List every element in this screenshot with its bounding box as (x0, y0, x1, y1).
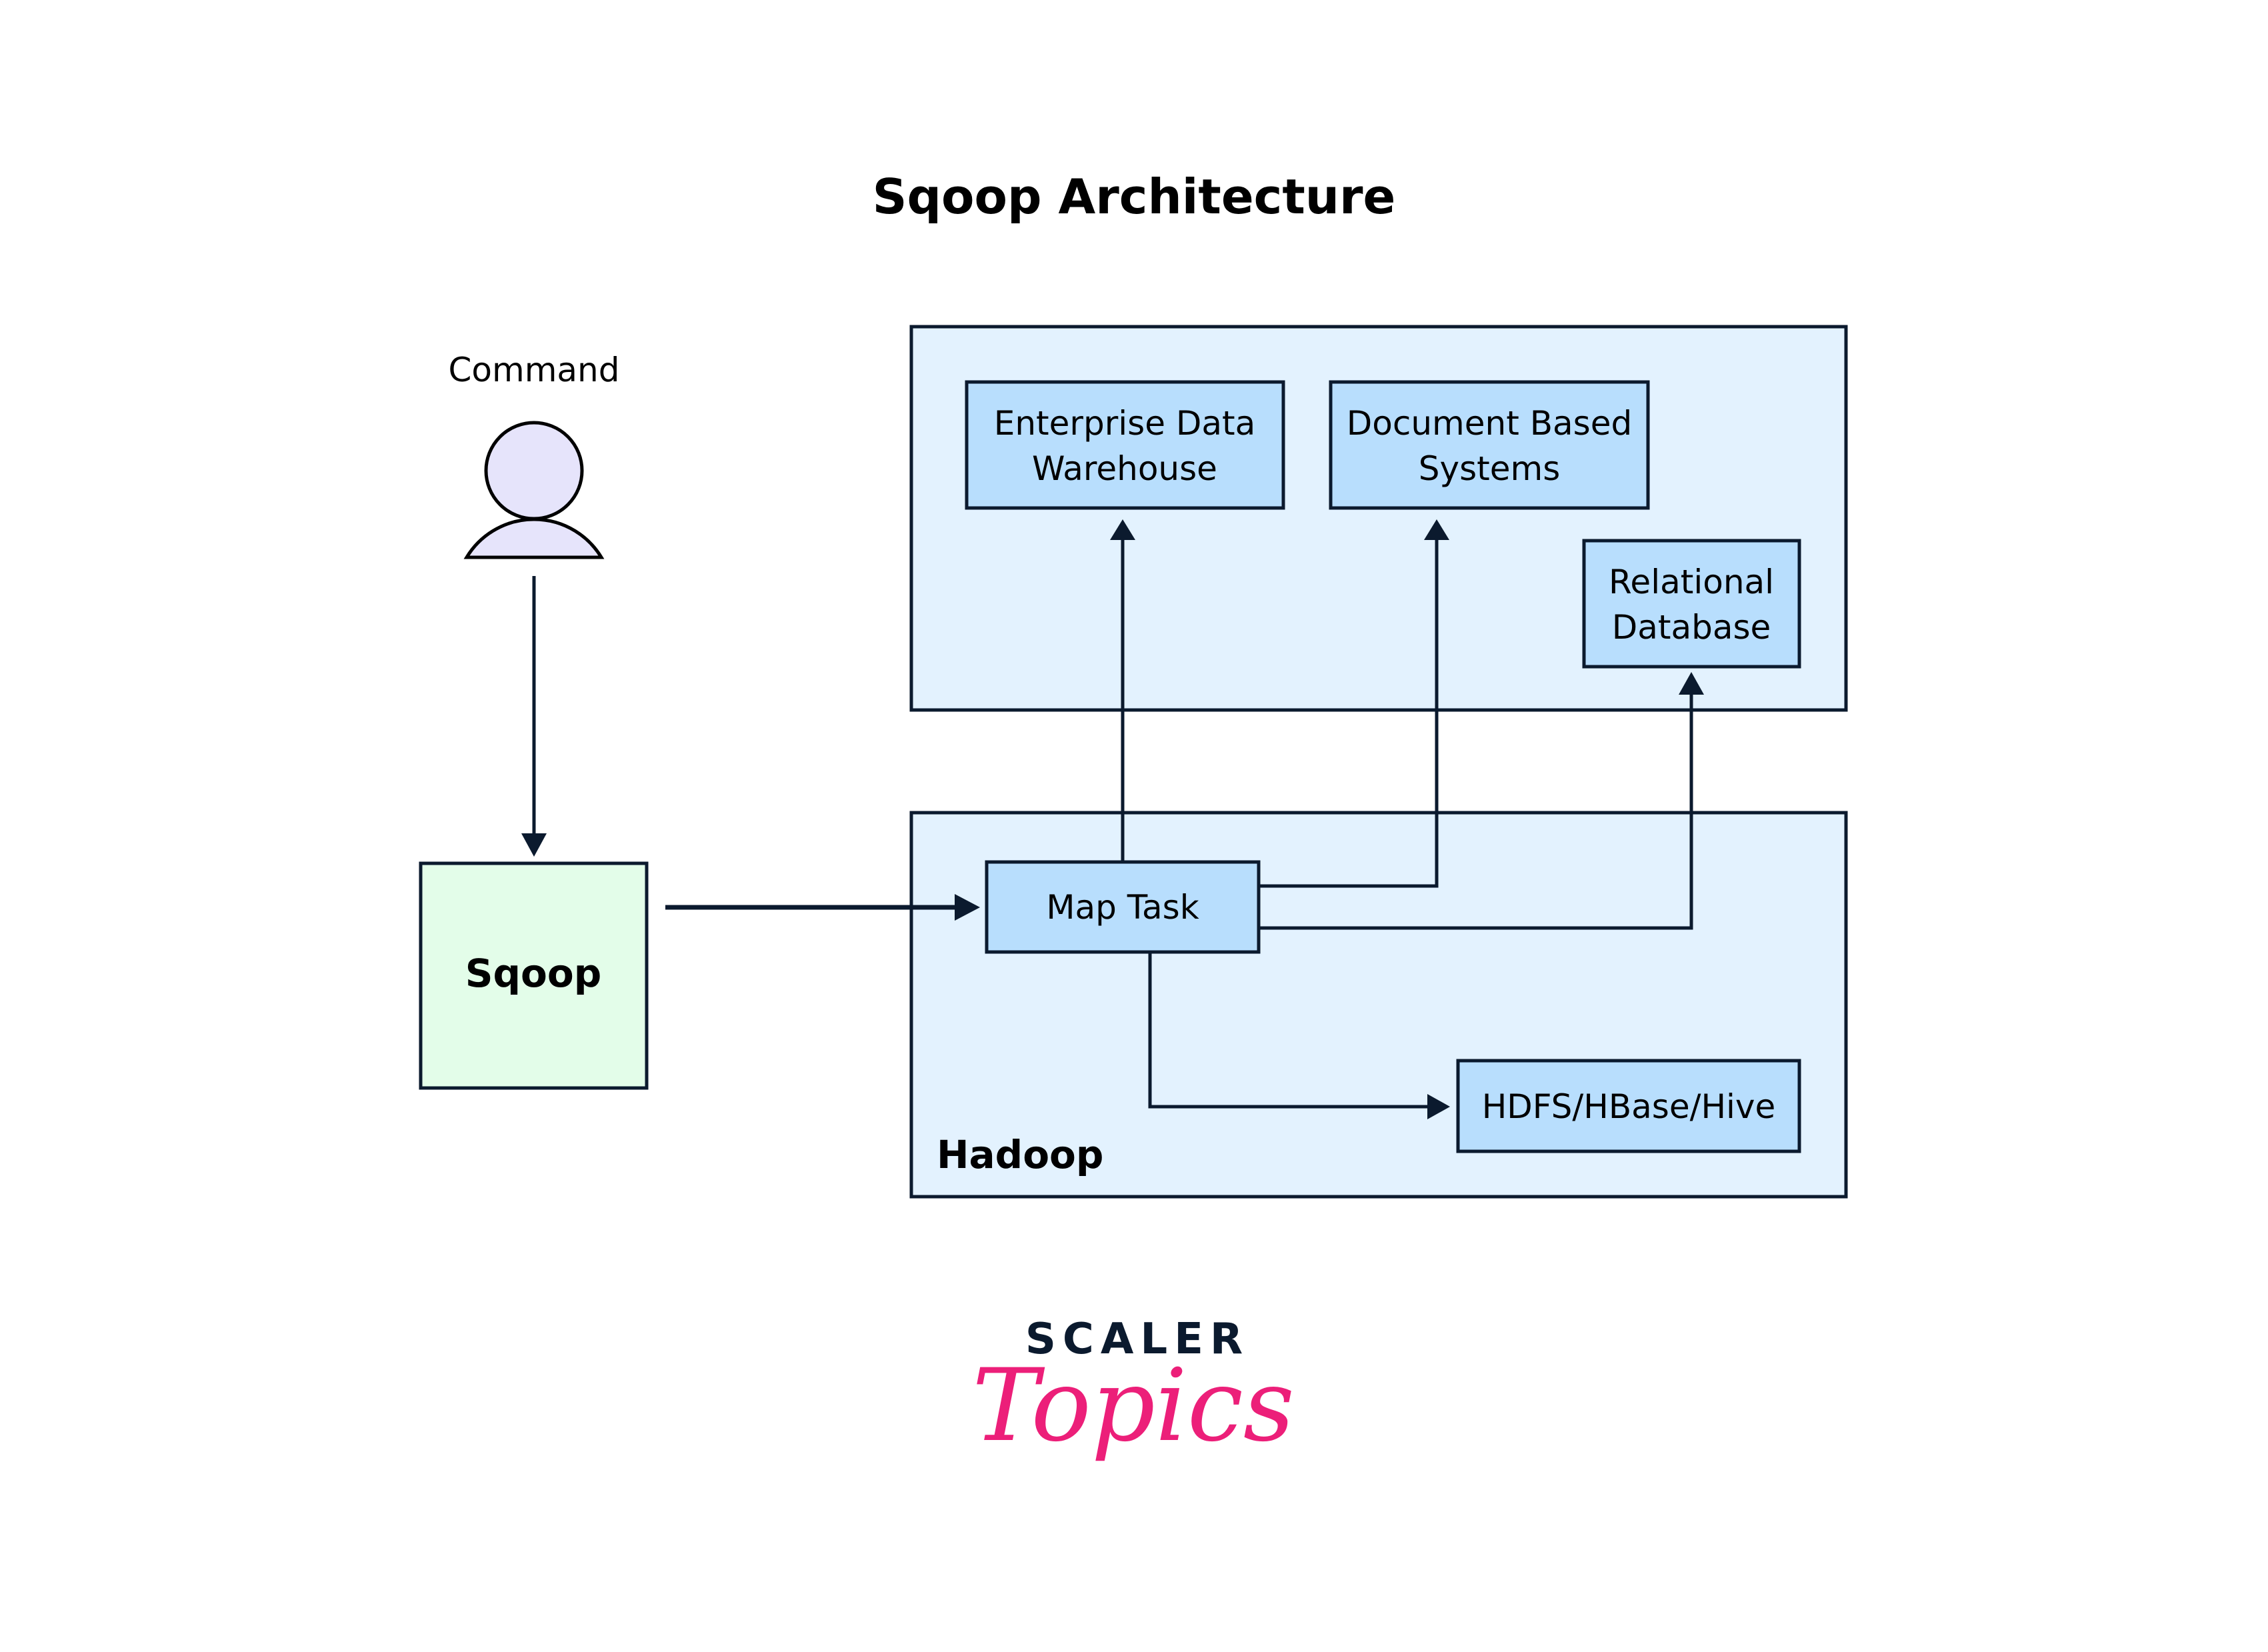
arrowhead-up-icon (1679, 672, 1704, 695)
actor-command: Command (449, 351, 620, 559)
node-hdfs-hbase-hive[interactable]: HDFS/HBase/Hive (1456, 1059, 1801, 1153)
node-relational-database[interactable]: Relational Database (1582, 539, 1801, 669)
hadoop-container-label: Hadoop (937, 1132, 1103, 1177)
node-sqoop[interactable]: Sqoop (419, 861, 649, 1090)
node-dbs-label-line2: Systems (1419, 449, 1561, 488)
edge-maptask-to-hdfs (1148, 952, 1450, 1119)
edge-maptask-to-document-based (1259, 519, 1449, 888)
user-icon (463, 421, 605, 559)
node-enterprise-data-warehouse[interactable]: Enterprise Data Warehouse (965, 380, 1285, 510)
logo-topics-text: Topics (972, 1348, 1295, 1464)
node-document-based-systems[interactable]: Document Based Systems (1329, 380, 1650, 510)
node-hdfs-label: HDFS/HBase/Hive (1482, 1087, 1776, 1126)
node-sqoop-label: Sqoop (465, 951, 602, 996)
actor-label: Command (449, 351, 620, 389)
edge-command-to-sqoop (521, 576, 547, 857)
arrowhead-down-icon (521, 833, 547, 857)
node-dbs-label-line1: Document Based (1347, 404, 1632, 443)
logo-scaler-text: SCALER (1025, 1315, 1249, 1364)
node-edw-label-line1: Enterprise Data (994, 404, 1255, 443)
edge-sqoop-to-maptask (665, 894, 980, 921)
edge-maptask-to-relational-db (1259, 672, 1704, 930)
arrowhead-right-icon (1427, 1094, 1450, 1119)
arrowhead-up-icon (1110, 519, 1135, 540)
node-edw-label-line2: Warehouse (1032, 449, 1217, 488)
arrowhead-right-icon (955, 894, 980, 921)
node-map-task-label: Map Task (1046, 888, 1199, 927)
node-map-task[interactable]: Map Task (985, 860, 1261, 954)
edge-maptask-to-edw (1110, 519, 1135, 862)
diagram-title: Sqoop Architecture (873, 169, 1396, 225)
node-rdb-label-line2: Database (1612, 608, 1771, 647)
scaler-topics-logo: SCALER Topics (972, 1315, 1295, 1464)
arrowhead-up-icon (1424, 519, 1449, 540)
node-rdb-label-line1: Relational (1609, 563, 1774, 601)
